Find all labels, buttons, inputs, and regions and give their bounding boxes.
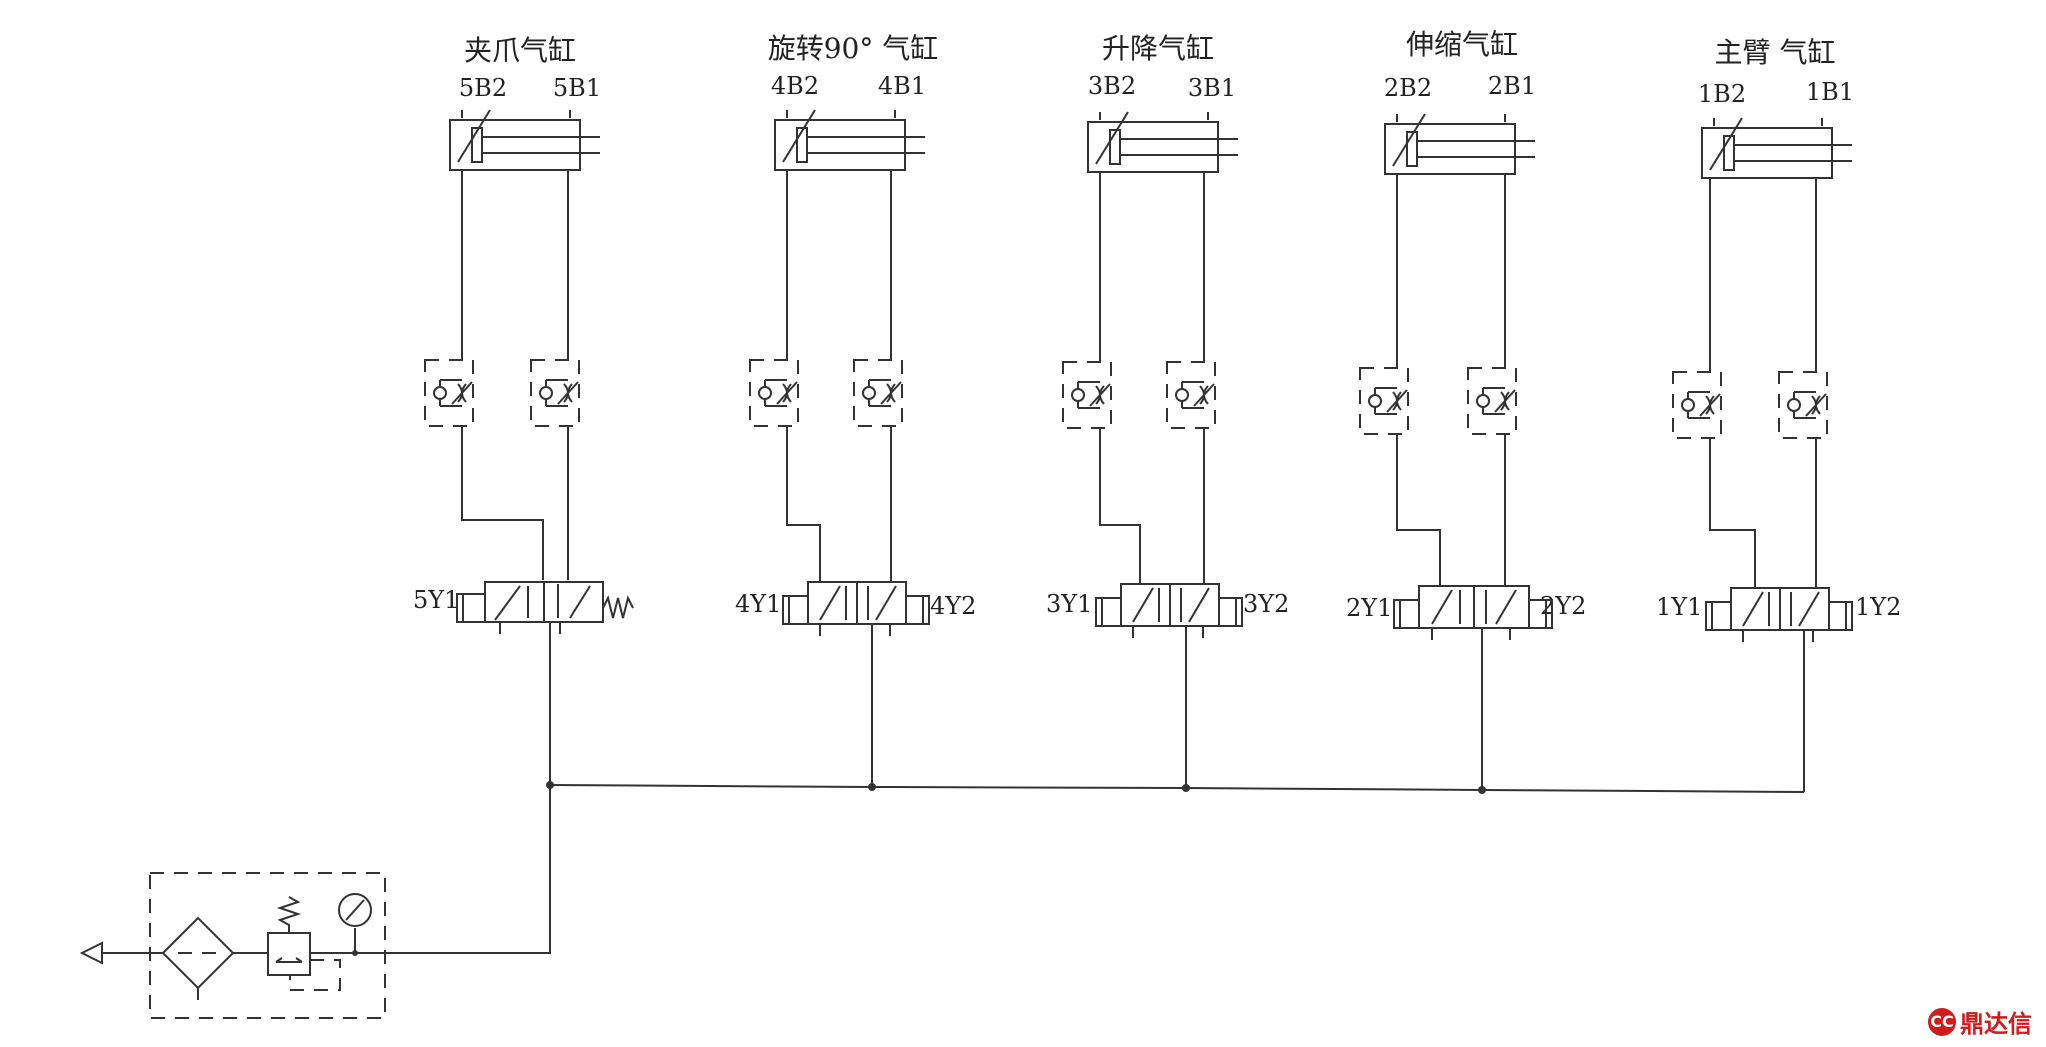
coil-label-left: 5Y1: [413, 586, 459, 614]
directional-valve: [1393, 585, 1553, 640]
cylinder-title: 伸缩气缸: [1406, 28, 1518, 61]
sensor-label-left: 4B2: [771, 72, 819, 100]
sensor-label-right: 3B1: [1188, 74, 1236, 102]
directional-valve: [1705, 587, 1853, 642]
directional-valve: [1095, 583, 1243, 638]
cylinder-symbol: [1087, 111, 1238, 173]
supply-manifold: [355, 781, 1805, 954]
sensor-label-left: 5B2: [459, 74, 507, 102]
coil-label-left: 3Y1: [1046, 590, 1092, 618]
flow-control-valve-left: [1062, 361, 1112, 429]
air-service-unit: [79, 872, 386, 1019]
pipe-a-lower: [461, 426, 544, 580]
coil-label-left: 4Y1: [735, 590, 781, 618]
sensor-label-left: 1B2: [1698, 80, 1746, 108]
coil-label-right: 2Y2: [1540, 592, 1586, 620]
sensor-label-right: 1B1: [1806, 78, 1854, 106]
pipe-a-lower: [786, 426, 821, 582]
cylinder-column-3: 升降气缸 3B2 3B1: [1046, 32, 1289, 788]
cylinder-title: 主臂 气缸: [1715, 36, 1836, 69]
coil-label-right: 3Y2: [1243, 590, 1289, 618]
flow-control-valve-right: [530, 359, 580, 427]
junction-dot: [1478, 786, 1486, 794]
junction-dot: [1182, 784, 1190, 792]
flow-control-valve-left: [1672, 371, 1722, 439]
cylinder-symbol: [449, 109, 600, 171]
flow-control-valve-left: [1359, 367, 1409, 435]
sensor-label-right: 5B1: [553, 74, 601, 102]
filter-icon: [161, 916, 235, 1000]
cylinder-symbol: [1701, 117, 1852, 179]
coil-label-left: 2Y1: [1346, 594, 1392, 622]
flow-control-valve-left: [749, 359, 799, 427]
cylinder-title: 升降气缸: [1102, 32, 1214, 65]
pipe-a-lower: [1396, 434, 1441, 586]
cylinder-column-1: 夹爪气缸 5B2 5B1: [413, 34, 634, 785]
cylinder-column-4: 伸缩气缸 2B2 2B1: [1346, 28, 1586, 790]
directional-valve: [456, 581, 634, 634]
directional-valve: [782, 581, 930, 636]
cylinder-column-2: 旋转90° 气缸 4B2 4B1: [735, 32, 976, 787]
cylinder-title: 旋转90° 气缸: [768, 32, 939, 65]
flow-control-valve-left: [424, 359, 474, 427]
sensor-label-right: 4B1: [878, 72, 926, 100]
coil-label-right: 4Y2: [930, 592, 976, 620]
cylinder-column-5: 主臂 气缸 1B2 1B1: [1656, 36, 1901, 792]
watermark-logo: CC 鼎达信: [1928, 1004, 2032, 1039]
cylinder-title: 夹爪气缸: [464, 34, 576, 67]
sensor-label-left: 3B2: [1088, 72, 1136, 100]
pipe-a-lower: [1709, 438, 1756, 588]
flow-control-valve-right: [1166, 361, 1216, 429]
pressure-gauge-icon: [338, 893, 372, 927]
pressure-regulator-icon: [267, 896, 341, 991]
watermark-text: 鼎达信: [1960, 1010, 2032, 1038]
flow-control-valve-right: [1467, 367, 1517, 435]
sensor-label-left: 2B2: [1384, 74, 1432, 102]
coil-label-left: 1Y1: [1656, 593, 1702, 621]
cylinder-symbol: [774, 109, 925, 171]
air-source-icon: [79, 941, 103, 965]
watermark-mark-icon: CC: [1928, 1007, 1956, 1036]
cylinder-symbol: [1384, 113, 1535, 175]
flow-control-valve-right: [853, 359, 903, 427]
coil-label-right: 1Y2: [1855, 593, 1901, 621]
pipe-a-lower: [1099, 428, 1141, 584]
flow-control-valve-right: [1778, 371, 1828, 439]
junction-dot: [868, 783, 876, 791]
sensor-label-right: 2B1: [1488, 72, 1536, 100]
